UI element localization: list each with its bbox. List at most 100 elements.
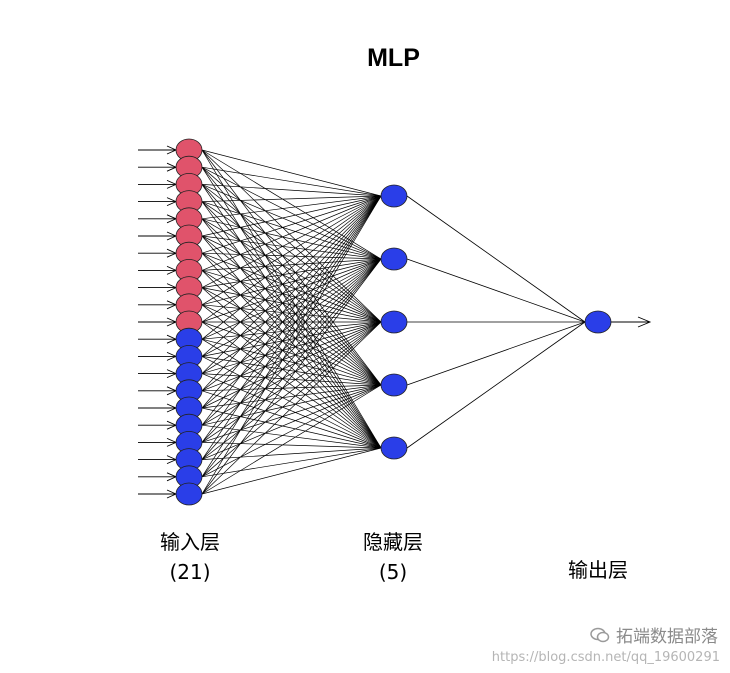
edge-input-hidden [201,195,382,271]
hidden-layer-label: 隐藏层 (5) [343,527,443,587]
edge-input-hidden [201,184,382,323]
output-node [584,310,612,334]
edge-input-hidden [201,442,382,449]
nodes [175,138,612,506]
hidden-node [380,436,408,460]
edge-hidden-output [406,195,586,323]
edge-input-hidden [201,166,382,197]
edge-input-hidden [201,184,382,260]
edge-input-hidden [201,373,382,449]
edge-input-hidden [201,384,382,495]
edge-input-hidden [201,195,382,495]
edge-input-hidden [201,384,382,409]
edge-input-hidden [201,258,382,495]
edge-input-hidden [201,258,382,460]
connection-edges [201,149,586,495]
edge-input-hidden [201,258,382,357]
edge-input-hidden [201,218,382,260]
edge-input-hidden [201,321,382,374]
edge-input-hidden [201,384,382,392]
edge-input-hidden [201,258,382,426]
edge-input-hidden [201,201,382,260]
hidden-node [380,247,408,271]
edge-input-hidden [201,447,382,478]
edge-input-hidden [201,258,382,374]
edge-input-hidden [201,218,382,323]
edge-input-hidden [201,235,382,260]
edge-input-hidden [201,166,382,260]
edge-input-hidden [201,184,382,197]
edge-input-hidden [201,258,382,340]
edge-input-hidden [201,321,382,386]
edge-input-hidden [201,149,382,197]
edge-input-hidden [201,447,382,460]
edge-input-hidden [201,235,382,323]
edge-input-hidden [201,195,382,288]
edge-hidden-output [406,321,586,386]
edge-input-hidden [201,384,382,443]
edge-input-hidden [201,149,382,260]
edge-input-hidden [201,384,382,426]
edge-input-hidden [201,195,382,443]
edge-input-hidden [201,195,382,237]
input-layer-count: (21) [169,560,211,584]
output-arrow-head [637,316,652,328]
edge-input-hidden [201,258,382,323]
edge-input-hidden [201,252,382,323]
edge-input-hidden [201,195,382,357]
edge-input-hidden [201,321,382,340]
hidden-layer-count: (5) [378,560,408,584]
hidden-node [380,310,408,334]
edge-input-hidden [201,304,382,323]
edge-input-hidden [201,195,382,374]
output-layer-name: 输出层 [568,558,628,582]
edge-input-hidden [201,258,382,306]
edge-input-hidden [201,356,382,386]
edge-hidden-output [406,258,586,323]
input-layer-name: 输入层 [160,530,220,554]
edge-input-hidden [201,384,382,478]
hidden-node [380,373,408,397]
edge-input-hidden [201,195,382,426]
edge-input-hidden [201,321,382,409]
url-watermark: https://blog.csdn.net/qq_19600291 [491,650,720,665]
brand-watermark: 拓端数据部落 [590,622,718,647]
edge-input-hidden [201,201,382,323]
edge-input-hidden [201,321,382,449]
edge-input-hidden [201,321,382,392]
edge-input-hidden [201,195,382,340]
edge-input-hidden [201,258,382,288]
edge-input-hidden [201,258,382,478]
input-node-blue [175,482,203,506]
hidden-node [380,184,408,208]
edge-input-hidden [201,195,382,220]
edge-input-hidden [201,447,382,495]
brand-name: 拓端数据部落 [616,627,718,647]
edge-input-hidden [201,321,382,478]
edge-input-hidden [201,258,382,392]
edge-input-hidden [201,166,382,323]
edge-input-hidden [201,258,382,443]
input-layer-label: 输入层 (21) [140,527,240,587]
edge-input-hidden [201,338,382,449]
diagram-title: MLP [367,44,420,72]
edge-input-hidden [201,195,382,392]
edge-input-hidden [201,287,382,323]
edge-input-hidden [201,195,382,409]
edge-input-hidden [201,195,382,323]
edge-input-hidden [201,195,382,477]
wechat-icon [590,627,610,642]
edge-input-hidden [201,195,382,460]
edge-input-hidden [201,407,382,449]
edge-input-hidden [201,373,382,386]
edge-input-hidden [201,338,382,386]
edge-input-hidden [201,258,382,409]
edge-input-hidden [201,356,382,449]
edge-input-hidden [201,321,382,495]
edge-input-hidden [201,321,382,357]
edge-input-hidden [201,195,382,202]
hidden-layer-name: 隐藏层 [363,530,423,554]
edge-input-hidden [201,424,382,449]
edge-input-hidden [201,390,382,449]
